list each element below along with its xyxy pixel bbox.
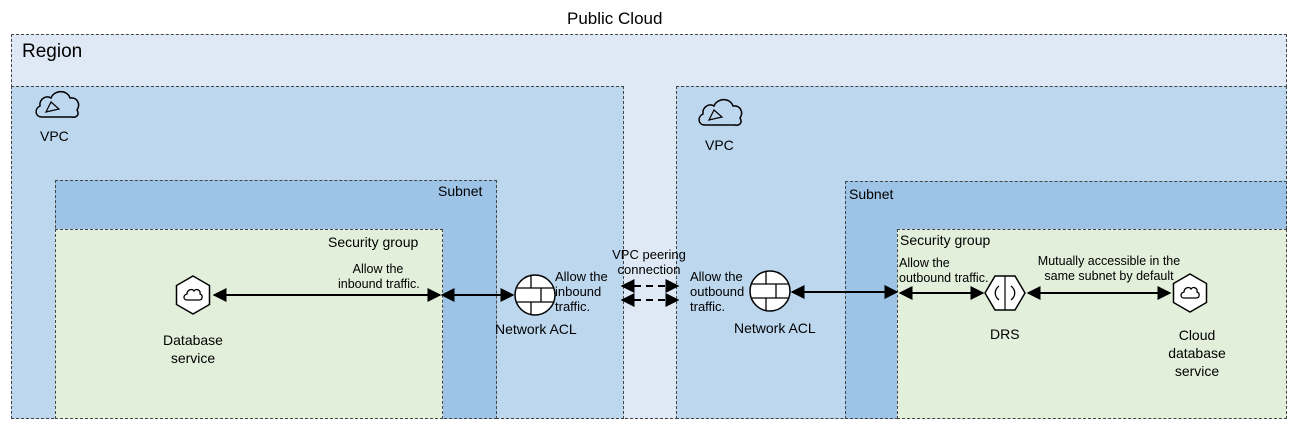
right-sg-rule-line1: Allow the — [899, 256, 950, 270]
right-sg-rule-line2: outbound traffic. — [899, 271, 989, 285]
right-acl-rule-text: Allow the outbound traffic. — [690, 269, 744, 314]
cloud-db-line1: Cloud — [1178, 327, 1216, 343]
vpc-peering-label: VPC peering connection — [606, 247, 692, 277]
mutual-access-text: Mutually accessible in the same subnet b… — [1026, 254, 1192, 284]
region-label: Region — [22, 41, 83, 62]
left-vpc-label: VPC — [40, 128, 69, 144]
drs-label: DRS — [990, 326, 1020, 342]
left-subnet-label: Subnet — [438, 183, 483, 199]
vpc-peering-line2: connection — [617, 262, 681, 277]
left-security-group-box — [55, 229, 443, 419]
vpc-peering-line1: VPC peering — [612, 247, 686, 262]
right-security-group-box — [897, 229, 1287, 419]
database-service-label: Database service — [158, 332, 228, 366]
right-security-group-label: Security group — [900, 232, 991, 248]
database-service-line1: Database — [163, 332, 223, 348]
left-acl-rule-line3: traffic. — [555, 299, 591, 314]
database-service-line2: service — [170, 350, 216, 366]
left-acl-rule-text: Allow the inbound traffic. — [555, 269, 608, 314]
left-acl-rule-line2: inbound — [555, 284, 602, 299]
right-sg-rule-text: Allow the outbound traffic. — [899, 256, 988, 286]
right-subnet-label: Subnet — [849, 186, 894, 202]
mutual-access-line2: same subnet by default — [1044, 269, 1174, 283]
cloud-db-line2: database — [1168, 345, 1226, 361]
right-network-acl-label: Network ACL — [734, 320, 816, 336]
right-acl-rule-line3: traffic. — [690, 299, 726, 314]
right-acl-rule-line2: outbound — [690, 284, 745, 299]
right-vpc-label: VPC — [705, 137, 734, 153]
left-acl-rule-line1: Allow the — [555, 269, 608, 284]
left-sg-rule-line1: Allow the — [352, 262, 404, 276]
cloud-database-service-label: Cloud database service — [1160, 327, 1234, 379]
left-sg-rule-text: Allow the inbound traffic. — [338, 262, 420, 292]
right-acl-rule-line1: Allow the — [690, 269, 743, 284]
left-sg-rule-line2: inbound traffic. — [338, 277, 420, 291]
left-network-acl-label: Network ACL — [495, 321, 577, 337]
mutual-access-line1: Mutually accessible in the — [1037, 254, 1181, 268]
left-security-group-label: Security group — [328, 234, 419, 250]
cloud-db-line3: service — [1174, 363, 1220, 379]
diagram-title: Public Cloud — [567, 9, 663, 28]
